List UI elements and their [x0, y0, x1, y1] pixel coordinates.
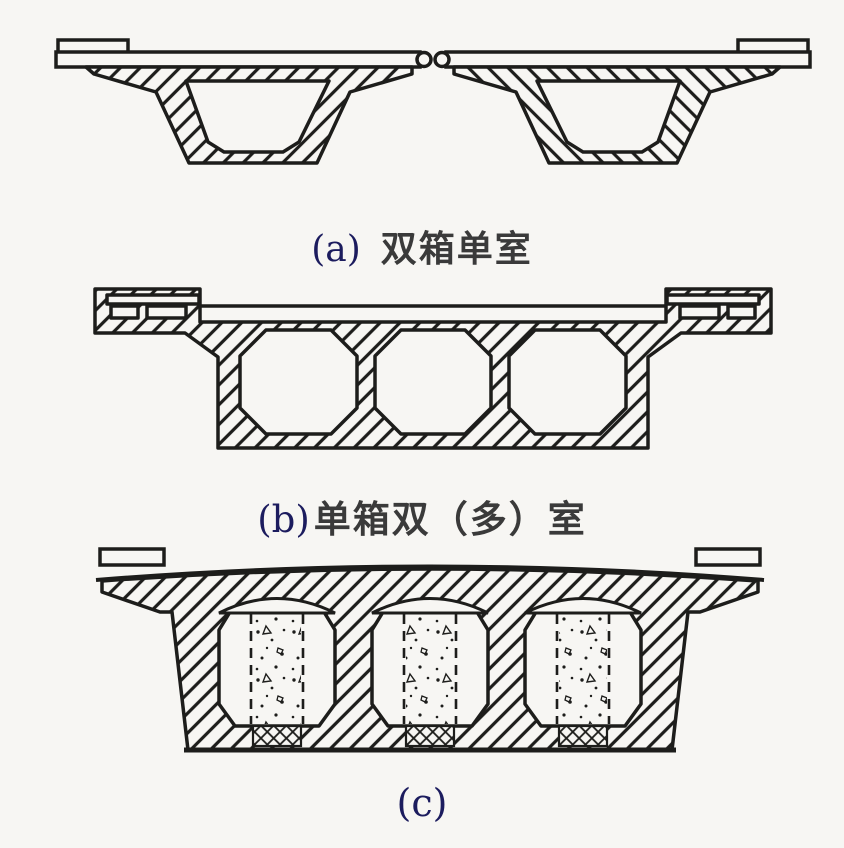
arch-soffit: [524, 597, 642, 615]
figure-c-label: (c): [396, 781, 448, 825]
figure-b-drawing: [93, 287, 773, 450]
concrete-band: [253, 616, 301, 724]
figure-a-drawing: [54, 38, 812, 165]
figure-c-caption: (c): [0, 781, 844, 826]
box-multicell-section: [93, 287, 773, 450]
figure-b-label: (b): [257, 498, 310, 541]
concrete-band: [559, 616, 607, 724]
bearing-pad: [404, 724, 456, 748]
figure-a-label: (a): [311, 229, 361, 270]
figure-a-caption-text: 双箱单室: [380, 228, 533, 269]
bearing-pads: [251, 724, 609, 748]
bearing-pad: [251, 724, 303, 748]
concrete-band: [406, 616, 454, 724]
girder-right: [433, 38, 812, 165]
bearing-pad: [557, 724, 609, 748]
cambered-deck-surface: [95, 564, 765, 582]
curb-block-right: [694, 547, 762, 567]
figure-c-drawing: [95, 547, 765, 753]
curb-block-left: [98, 547, 166, 567]
dashed-lines: [249, 614, 611, 724]
girder-left: [54, 38, 433, 165]
figure-b-caption: (b)单箱双（多）室: [0, 489, 844, 543]
arch-soffit: [218, 597, 336, 615]
figure-b-caption-text: 单箱双（多）室: [313, 499, 587, 540]
concrete-infill-bands: [253, 616, 607, 724]
arch-soffit: [371, 597, 489, 615]
figure-a-caption: (a) 双箱单室: [0, 220, 844, 272]
